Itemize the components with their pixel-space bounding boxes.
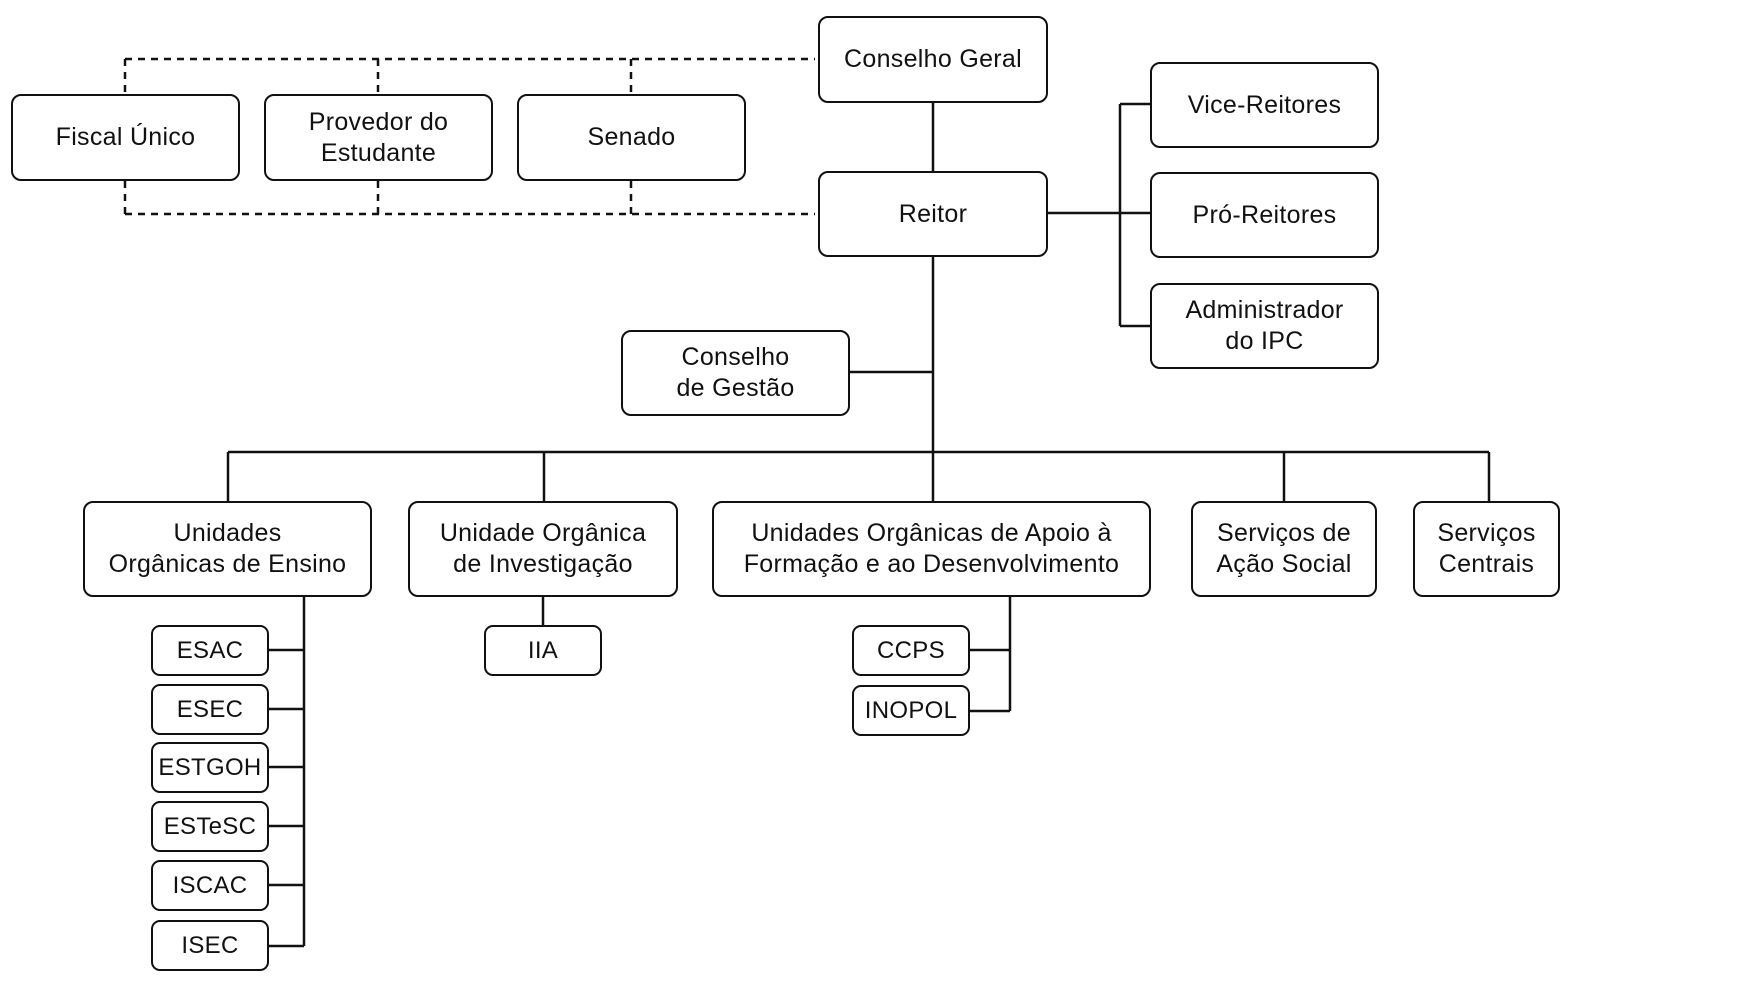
connector-ensino-branches	[268, 648, 304, 948]
node-conselho-de-gestao: Conselho de Gestão	[621, 330, 850, 416]
connector-apoio-branches	[970, 648, 1010, 713]
node-conselho-geral: Conselho Geral	[818, 16, 1048, 103]
node-unidade-organica-de-investigacao: Unidade Orgânica de Investigação	[408, 501, 678, 597]
dashed-connector-bottom-drops	[123, 181, 633, 214]
node-servicos-centrais: Serviços Centrais	[1413, 501, 1560, 597]
node-senado: Senado	[517, 94, 746, 181]
node-ccps: CCPS	[852, 625, 970, 676]
node-inopol: INOPOL	[852, 685, 970, 736]
node-esec: ESEC	[151, 684, 269, 735]
connector-unit-drops	[226, 452, 1491, 501]
node-isec: ISEC	[151, 920, 269, 971]
node-fiscal-unico: Fiscal Único	[11, 94, 240, 181]
node-iscac: ISCAC	[151, 860, 269, 911]
node-reitor: Reitor	[818, 171, 1048, 257]
node-pro-reitores: Pró-Reitores	[1150, 172, 1379, 258]
node-servicos-de-acao-social: Serviços de Ação Social	[1191, 501, 1377, 597]
connector-right-branches	[1120, 102, 1152, 328]
node-unidades-organicas-de-ensino: Unidades Orgânicas de Ensino	[83, 501, 372, 597]
node-unidades-organicas-de-apoio: Unidades Orgânicas de Apoio à Formação e…	[712, 501, 1151, 597]
node-estgoh: ESTGOH	[151, 742, 269, 793]
node-esac: ESAC	[151, 625, 269, 676]
dashed-connector-top-drops	[123, 59, 633, 94]
node-estesc: ESTeSC	[151, 801, 269, 852]
node-administrador-do-ipc: Administrador do IPC	[1150, 283, 1379, 369]
node-vice-reitores: Vice-Reitores	[1150, 62, 1379, 148]
node-iia: IIA	[484, 625, 602, 676]
node-provedor-do-estudante: Provedor do Estudante	[264, 94, 493, 181]
